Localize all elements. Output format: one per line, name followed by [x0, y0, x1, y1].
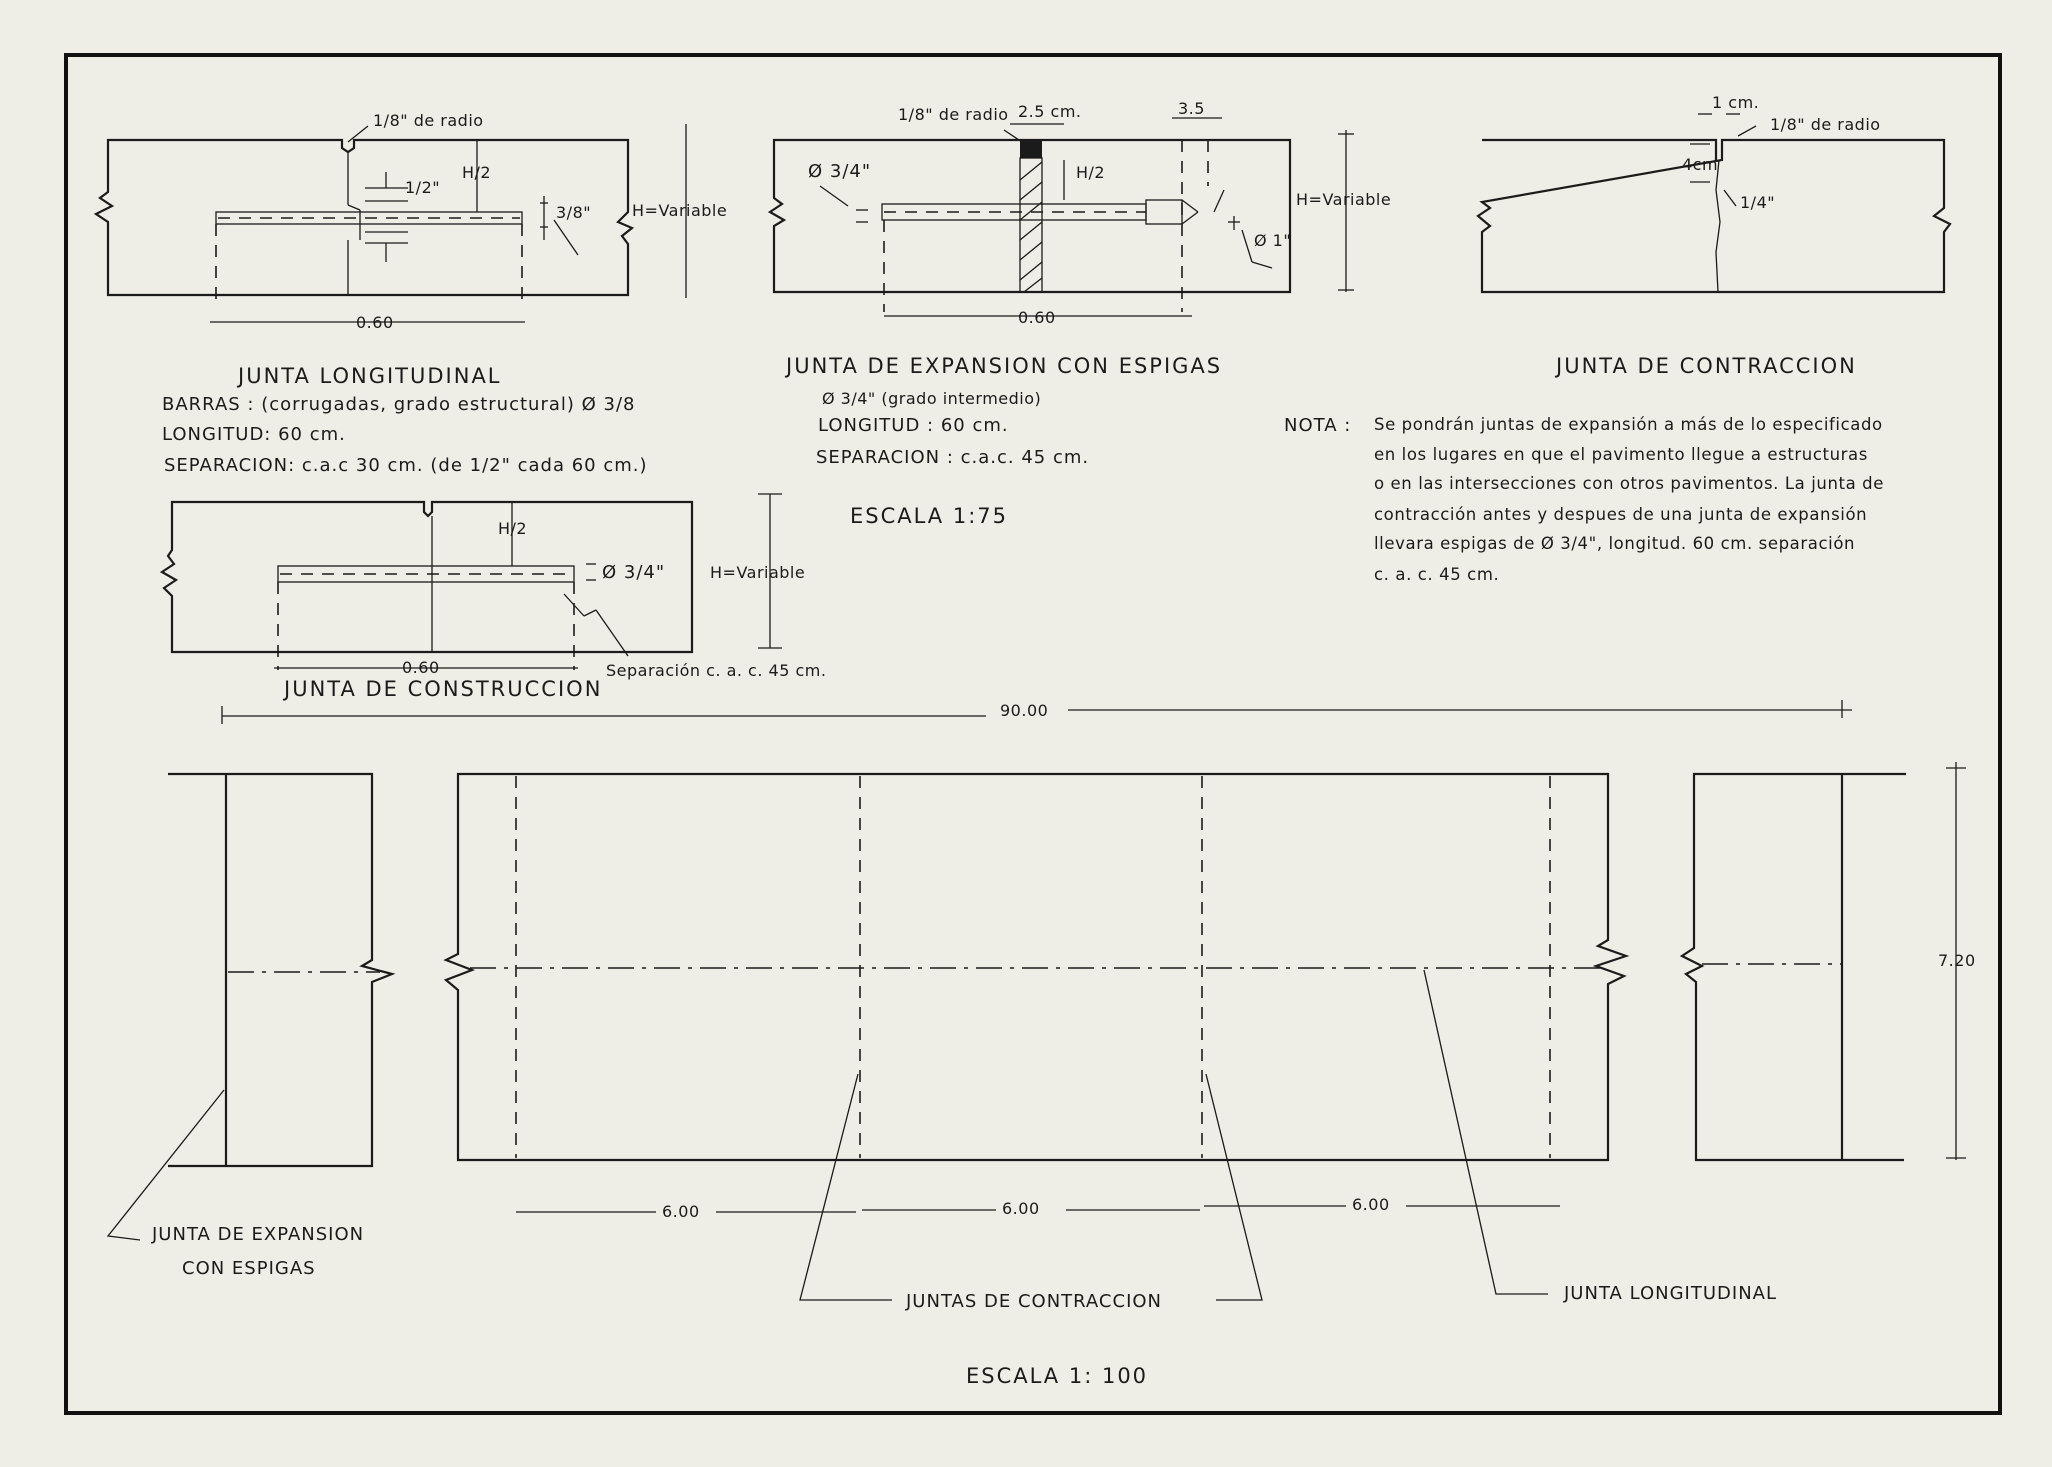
drawing-frame	[64, 53, 2002, 1415]
long-bar-label: 3/8"	[556, 203, 591, 222]
exp-scale-label: ESCALA 1:75	[850, 504, 1008, 528]
exp-joint-title: JUNTA DE EXPANSION CON ESPIGAS	[784, 354, 1222, 378]
cons-width-label: 0.60	[402, 658, 440, 677]
exp-cap-diameter-label: Ø 1"	[1254, 231, 1291, 250]
long-half-inch-label: 1/2"	[405, 178, 440, 197]
note-line-6: c. a. c. 45 cm.	[1374, 565, 1499, 584]
exp-gap-label: 2.5 cm.	[1018, 102, 1082, 121]
long-h2-label: H/2	[462, 163, 491, 182]
exp-h2-label: H/2	[1076, 163, 1105, 182]
longitudinal-joint-section: 1/8" de radio 1/2" H/2 3/8" H=Variable 0…	[93, 111, 727, 476]
plan-segment-2: 6.00	[1002, 1199, 1040, 1218]
cons-h2-label: H/2	[498, 519, 527, 538]
exp-width-label: 0.60	[1018, 308, 1056, 327]
con-quarter-label: 1/4"	[1740, 193, 1775, 212]
plan-segment-1: 6.00	[662, 1202, 700, 1221]
note-block: NOTA : Se pondrán juntas de expansión a …	[1284, 415, 1884, 584]
plan-expansion-label-1: JUNTA DE EXPANSION	[151, 1224, 364, 1245]
exp-dowel-label: Ø 3/4"	[808, 161, 871, 182]
exp-radius-label: 1/8" de radio	[898, 105, 1009, 124]
note-label: NOTA :	[1284, 415, 1351, 436]
note-line-3: o en las intersecciones con otros pavime…	[1374, 474, 1884, 493]
long-spec-separacion: SEPARACION: c.a.c 30 cm. (de 1/2" cada 6…	[164, 455, 648, 476]
exp-h-variable-label: H=Variable	[1296, 190, 1391, 209]
exp-spec-longitud: LONGITUD : 60 cm.	[818, 415, 1009, 436]
long-width-label: 0.60	[356, 313, 394, 332]
long-joint-title: JUNTA LONGITUDINAL	[236, 364, 502, 388]
long-h-variable-label: H=Variable	[632, 201, 727, 220]
plan-segment-3: 6.00	[1352, 1195, 1390, 1214]
plan-longitudinal-label: JUNTA LONGITUDINAL	[1563, 1283, 1777, 1304]
plan-width-label: 7.20	[1938, 951, 1976, 970]
con-radius-label: 1/8" de radio	[1770, 115, 1881, 134]
note-line-1: Se pondrán juntas de expansión a más de …	[1374, 415, 1883, 434]
long-spec-barras: BARRAS : (corrugadas, grado estructural)…	[162, 394, 635, 415]
exp-spec-diametro: Ø 3/4" (grado intermedio)	[822, 389, 1041, 408]
con-gap-label: 1 cm.	[1712, 93, 1759, 112]
plan-view: 90.00 7.20 6.00 6.00 6.00	[106, 700, 1976, 1388]
note-line-4: contracción antes y despues de una junta…	[1374, 505, 1867, 524]
con-depth-label: 4cm	[1682, 155, 1718, 174]
contraction-joint-section: 1 cm. 1/8" de radio 4cm 1/4" JUNTA DE CO…	[1476, 93, 1952, 378]
expansion-joint-section: 1/8" de radio 2.5 cm. 3.5 Ø 3/4" H/2 H=V…	[767, 99, 1391, 528]
cons-separation-label: Separación c. a. c. 45 cm.	[606, 661, 826, 680]
con-joint-title: JUNTA DE CONTRACCION	[1554, 354, 1857, 378]
plan-contraction-label: JUNTAS DE CONTRACCION	[905, 1291, 1162, 1312]
cons-h-variable-label: H=Variable	[710, 563, 805, 582]
plan-expansion-label-2: CON ESPIGAS	[182, 1258, 316, 1279]
construction-joint-section: H/2 Ø 3/4" H=Variable 0.60 JUNTA DE CONS…	[159, 493, 826, 701]
exp-cap-label: 3.5	[1178, 99, 1205, 118]
long-spec-longitud: LONGITUD: 60 cm.	[162, 424, 346, 445]
plan-scale-label: ESCALA 1: 100	[966, 1364, 1148, 1388]
note-line-5: llevara espigas de Ø 3/4", longitud. 60 …	[1374, 534, 1855, 553]
cons-joint-title: JUNTA DE CONSTRUCCION	[282, 677, 602, 701]
long-radius-label: 1/8" de radio	[373, 111, 484, 130]
plan-total-length: 90.00	[1000, 701, 1048, 720]
exp-spec-separacion: SEPARACION : c.a.c. 45 cm.	[816, 447, 1089, 468]
note-line-2: en los lugares en que el pavimento llegu…	[1374, 445, 1868, 464]
cons-dowel-label: Ø 3/4"	[602, 562, 665, 583]
